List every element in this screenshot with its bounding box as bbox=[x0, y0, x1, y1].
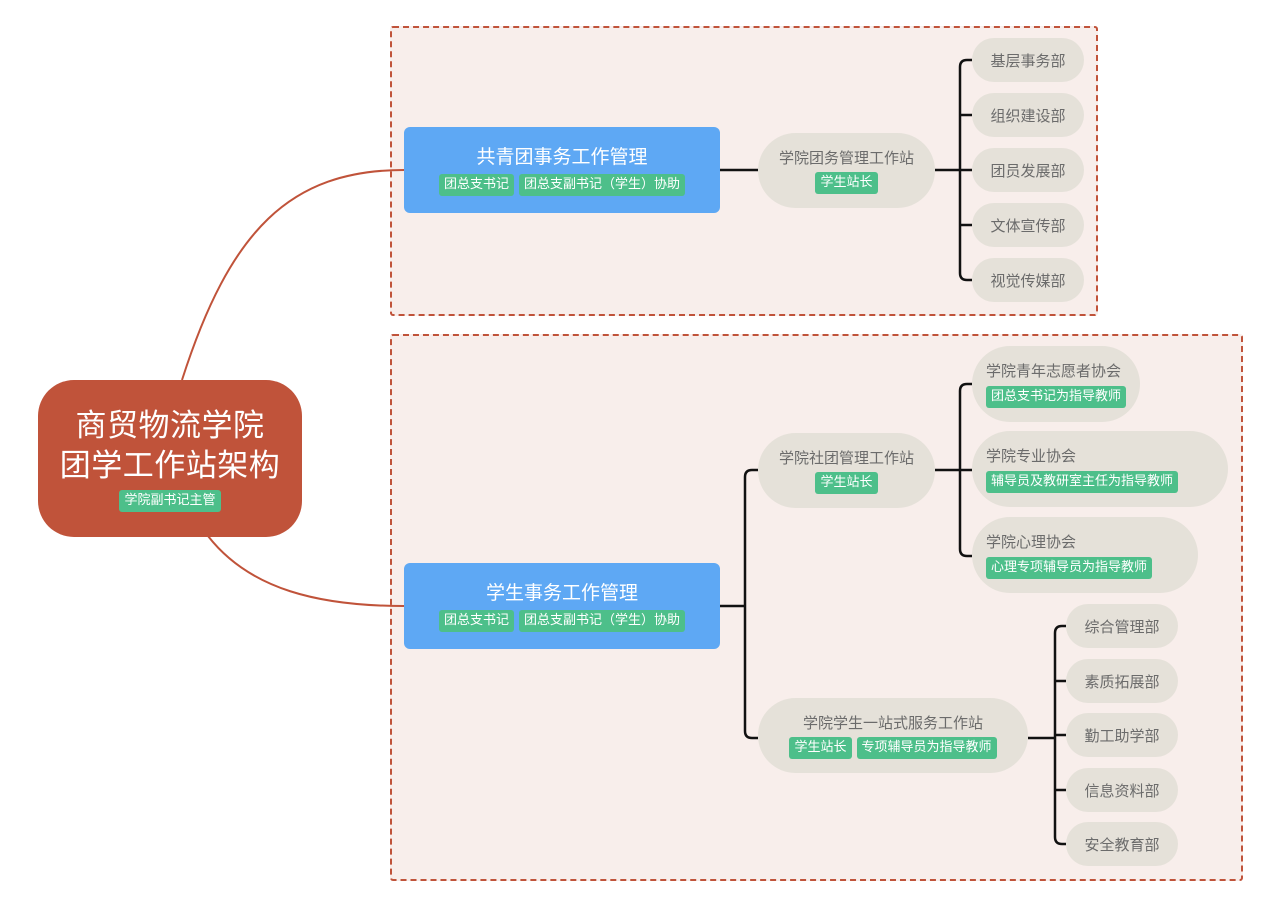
branch2-tag: 团总支副书记（学生）协助 bbox=[519, 610, 686, 632]
station-title: 学院团务管理工作站 bbox=[778, 149, 914, 167]
association-node[interactable]: 学院心理协会 心理专项辅导员为指导教师 bbox=[972, 517, 1198, 593]
dept-label: 勤工助学部 bbox=[1084, 726, 1160, 745]
branch1-tag: 团总支副书记（学生）协助 bbox=[519, 174, 686, 196]
root-to-branch2-connector bbox=[207, 535, 405, 607]
dept-node[interactable]: 组织建设部 bbox=[972, 93, 1084, 137]
association-node[interactable]: 学院青年志愿者协会 团总支书记为指导教师 bbox=[972, 346, 1140, 422]
station-tag: 学生站长 bbox=[815, 472, 878, 494]
association-tag: 辅导员及教研室主任为指导教师 bbox=[986, 471, 1179, 493]
station-tuanwu[interactable]: 学院团务管理工作站 学生站长 bbox=[758, 133, 935, 208]
station-tag: 学生站长 bbox=[815, 172, 878, 194]
station-yizhanshi[interactable]: 学院学生一站式服务工作站 学生站长 专项辅导员为指导教师 bbox=[758, 698, 1028, 773]
branch2-bracket bbox=[720, 468, 758, 740]
station-title: 学院学生一站式服务工作站 bbox=[802, 714, 983, 732]
dept-label: 团员发展部 bbox=[990, 161, 1066, 180]
station-tag: 学生站长 bbox=[789, 737, 852, 759]
dept-label: 视觉传媒部 bbox=[990, 271, 1066, 290]
dept-node[interactable]: 视觉传媒部 bbox=[972, 258, 1084, 302]
association-tag: 心理专项辅导员为指导教师 bbox=[986, 557, 1153, 579]
branch2-tag: 团总支书记 bbox=[438, 610, 514, 632]
root-tag: 学院副书记主管 bbox=[119, 489, 221, 512]
branch2-node[interactable]: 学生事务工作管理 团总支书记 团总支副书记（学生）协助 bbox=[404, 563, 720, 649]
dept-node[interactable]: 文体宣传部 bbox=[972, 203, 1084, 247]
dept-node[interactable]: 基层事务部 bbox=[972, 38, 1084, 82]
station-tag: 专项辅导员为指导教师 bbox=[856, 737, 997, 759]
branch1-node[interactable]: 共青团事务工作管理 团总支书记 团总支副书记（学生）协助 bbox=[404, 127, 720, 213]
root-title-line2: 团学工作站架构 bbox=[59, 447, 281, 484]
dept-node[interactable]: 安全教育部 bbox=[1066, 822, 1178, 866]
root-to-branch1-connector bbox=[181, 169, 405, 381]
dept-node[interactable]: 勤工助学部 bbox=[1066, 713, 1178, 757]
dept-node[interactable]: 信息资料部 bbox=[1066, 768, 1178, 812]
dept-label: 组织建设部 bbox=[990, 106, 1066, 125]
association-title: 学院青年志愿者协会 bbox=[986, 362, 1122, 380]
root-node[interactable]: 商贸物流学院 团学工作站架构 学院副书记主管 bbox=[38, 380, 302, 537]
branch1-title: 共青团事务工作管理 bbox=[476, 146, 648, 168]
station-shetuan[interactable]: 学院社团管理工作站 学生站长 bbox=[758, 433, 935, 508]
dept-label: 安全教育部 bbox=[1084, 835, 1160, 854]
dept-label: 基层事务部 bbox=[990, 51, 1066, 70]
association-tag: 团总支书记为指导教师 bbox=[986, 386, 1127, 408]
branch1-tag: 团总支书记 bbox=[438, 174, 514, 196]
dept-node[interactable]: 综合管理部 bbox=[1066, 604, 1178, 648]
branch2-title: 学生事务工作管理 bbox=[485, 582, 638, 604]
dept-label: 文体宣传部 bbox=[990, 216, 1066, 235]
station3-bracket bbox=[1028, 624, 1066, 846]
station2-bracket bbox=[935, 382, 972, 558]
dept-node[interactable]: 团员发展部 bbox=[972, 148, 1084, 192]
station1-bracket bbox=[935, 58, 972, 282]
dept-label: 综合管理部 bbox=[1084, 617, 1160, 636]
dept-node[interactable]: 素质拓展部 bbox=[1066, 659, 1178, 703]
dept-label: 素质拓展部 bbox=[1084, 672, 1160, 691]
association-node[interactable]: 学院专业协会 辅导员及教研室主任为指导教师 bbox=[972, 431, 1228, 507]
association-title: 学院心理协会 bbox=[986, 533, 1077, 551]
association-title: 学院专业协会 bbox=[986, 447, 1077, 465]
root-title-line1: 商贸物流学院 bbox=[75, 407, 265, 444]
dept-label: 信息资料部 bbox=[1084, 781, 1160, 800]
station-title: 学院社团管理工作站 bbox=[778, 449, 914, 467]
